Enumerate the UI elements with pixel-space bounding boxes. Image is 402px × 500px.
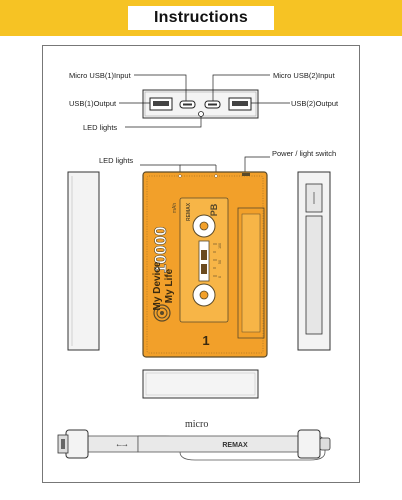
micro-usb-1-port <box>179 100 196 109</box>
usb-1-port <box>149 97 173 111</box>
top-view-diagram <box>119 74 290 128</box>
cassette-brand-text: REMAX <box>186 202 192 221</box>
scale-bottom-text: 0 <box>218 276 222 278</box>
svg-text:⭠⭢: ⭠⭢ <box>116 442 128 449</box>
bottom-view <box>142 369 259 399</box>
page-title: Instructions <box>128 6 274 30</box>
slogan-line-1: My Device <box>152 261 163 310</box>
side-number-text: 1 <box>202 333 209 348</box>
led-light-indicator <box>198 111 204 117</box>
left-side-view <box>67 171 100 351</box>
model-badge-text: PB <box>209 203 219 216</box>
micro-usb-2-port <box>204 100 221 109</box>
capacity-text: 10000 <box>151 226 170 273</box>
side-leader-lines <box>140 156 270 173</box>
device-views-diagram: 10000 mAh My Device My Life REMAX PB 1 1… <box>67 156 331 399</box>
scale-top-text: 100 <box>218 243 222 249</box>
slogan-line-2: My Life <box>164 268 175 303</box>
label-cable-micro: micro <box>185 419 209 430</box>
label-led-lights-top: LED lights <box>83 123 118 132</box>
usb-2-port <box>228 97 252 111</box>
label-power-switch: Power / light switch <box>272 149 337 158</box>
label-micro-usb-1-input: Micro USB(1)Input <box>69 71 131 80</box>
scale-mid-text: 50 <box>218 260 222 264</box>
right-side-view <box>297 171 331 351</box>
cable-diagram: ⭠⭢ REMAX <box>57 429 331 461</box>
label-usb-1-output: USB(1)Output <box>69 99 117 108</box>
label-led-lights-side: LED lights <box>99 156 134 165</box>
usb-cable: ⭠⭢ REMAX <box>57 429 331 461</box>
cassette-front-view: 10000 mAh My Device My Life REMAX PB 1 1… <box>142 171 268 358</box>
label-usb-2-output: USB(2)Output <box>291 99 339 108</box>
top-view-leader-lines <box>119 74 290 128</box>
label-micro-usb-2-input: Micro USB(2)Input <box>273 71 335 80</box>
instruction-frame <box>42 45 360 483</box>
header-banner: Instructions <box>0 0 402 36</box>
capacity-unit-text: mAh <box>172 203 178 214</box>
cable-brand-text: REMAX <box>222 442 248 449</box>
